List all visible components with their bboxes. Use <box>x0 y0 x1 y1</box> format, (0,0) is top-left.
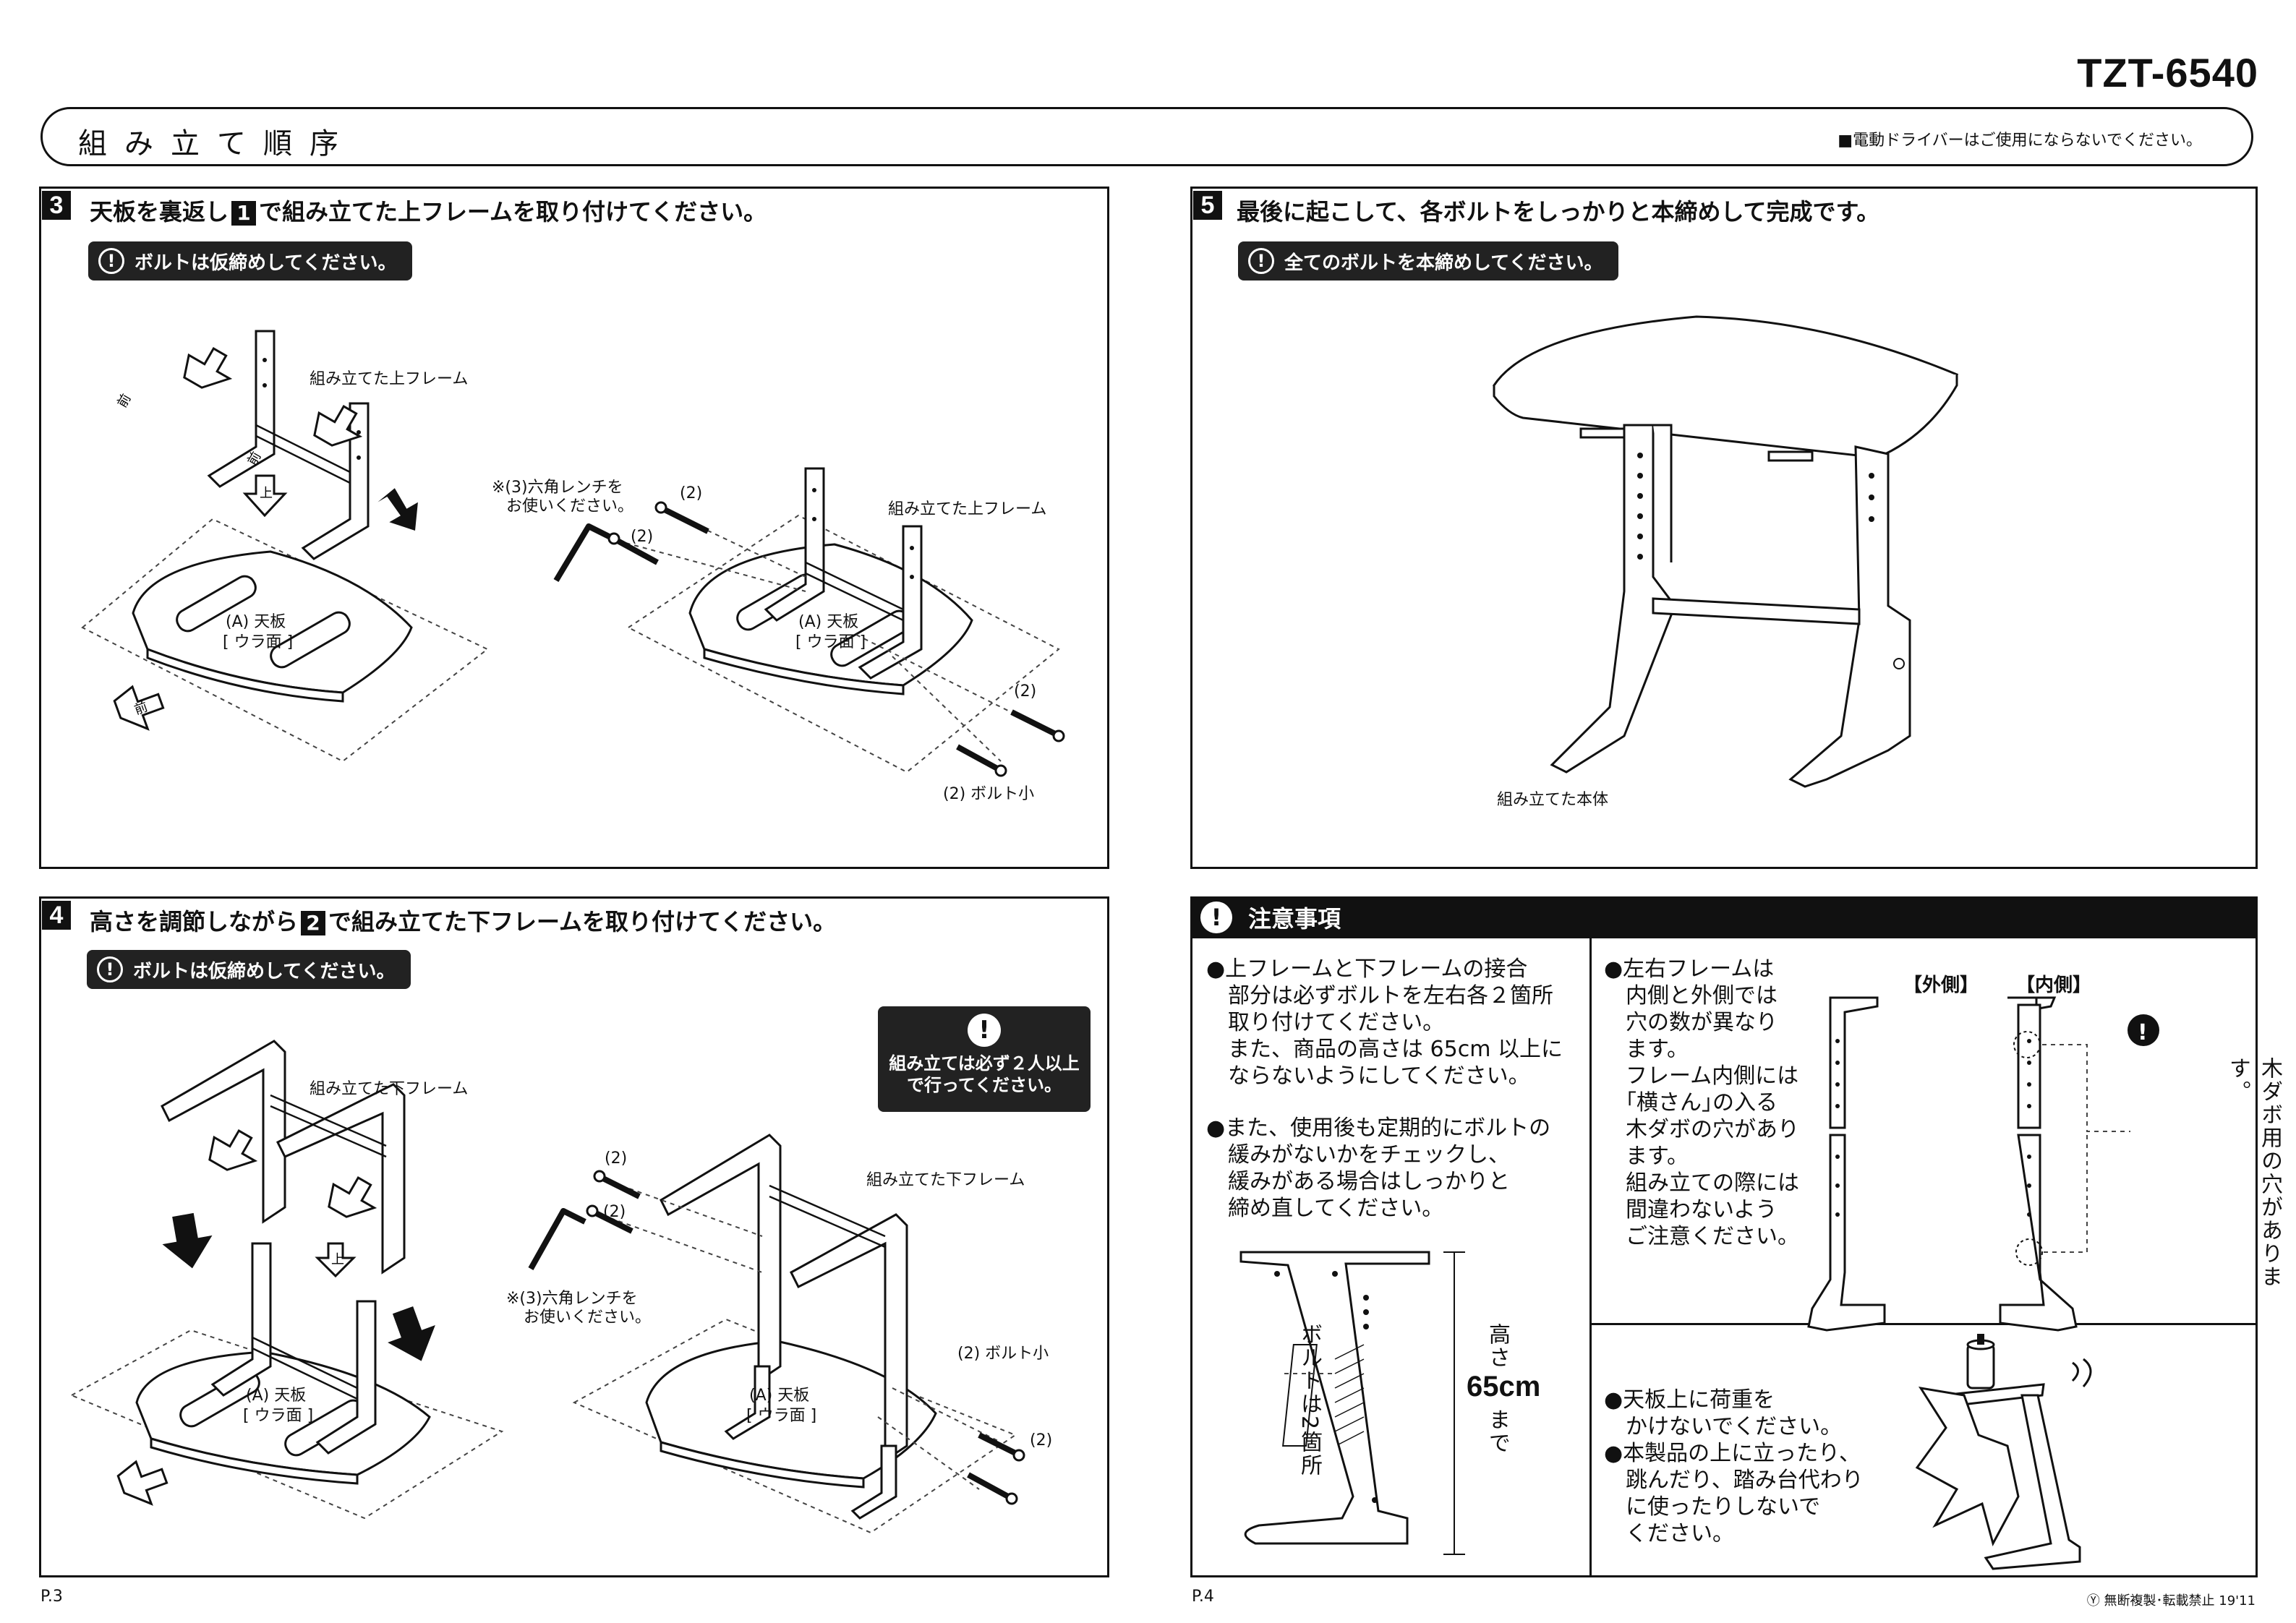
svg-text:上: 上 <box>260 486 273 501</box>
page-title: 組み立て順序 <box>78 127 356 160</box>
caution-text-check: ●また、使用後も定期的にボルトの 緩みがないかをチェックし、 緩みがある場合はし… <box>1206 1115 1551 1221</box>
step3-label-frame-a: 組み立てた上フレーム <box>310 370 469 388</box>
outer-label: 【外側】 <box>1903 975 1979 996</box>
step4-title-ref: 2 <box>301 911 326 935</box>
dowel-note: 木ダボ用の穴があります。 <box>2225 1057 2282 1288</box>
step4-illustration: 上 <box>69 1040 1025 1534</box>
step3-bolt-c: (2) <box>1014 682 1037 701</box>
header-note: ■電動ドライバーはご使用にならないでください。 <box>1838 132 2202 150</box>
bolt-count-note: ボルトは2箇所 <box>1297 1323 1322 1478</box>
exclamation-icon: ! <box>97 956 123 982</box>
svg-text:前: 前 <box>114 391 134 410</box>
step4-notice: ! ボルトは仮締めしてください。 <box>87 950 411 989</box>
height-diagram: ! <box>1239 996 2159 1570</box>
height-label-pre: 高さ <box>1485 1323 1510 1369</box>
page-number-left: P.3 <box>40 1588 63 1606</box>
step4-warning-line2: で行ってください。 <box>906 1075 1062 1095</box>
step5-illustration <box>1492 315 1959 788</box>
step3-notice: ! ボルトは仮締めしてください。 <box>88 241 413 281</box>
height-label-post: まで <box>1485 1408 1510 1455</box>
step4-notice-text: ボルトは仮締めしてください。 <box>133 960 396 982</box>
step4-label-top-a2: [ ウラ面 ] <box>243 1407 314 1425</box>
step4-bolt-small: (2) ボルト小 <box>957 1345 1049 1363</box>
step3-wrench-note-1: ※(3)六角レンチを <box>492 479 623 497</box>
step4-bolt-a: (2) <box>605 1149 628 1168</box>
step4-bolt-b: (2) <box>603 1203 626 1221</box>
step3-label-top-b: (A) 天板 <box>798 613 859 631</box>
step3-label-top-a: (A) 天板 <box>226 613 286 631</box>
step4-two-person-warning: ! 組み立ては必ず２人以上 で行ってください。 <box>878 1006 1091 1112</box>
step5-notice-text: 全てのボルトを本締めしてください。 <box>1284 252 1603 274</box>
step3-panel <box>39 187 1109 869</box>
caution-divider-vertical <box>1589 938 1592 1577</box>
inner-label: 【内側】 <box>2016 975 2092 996</box>
step5-label-body: 組み立てた本体 <box>1497 791 1609 809</box>
step3-title-post: で組み立てた上フレームを取り付けてください。 <box>259 198 767 226</box>
step3-label-frame-b: 組み立てた上フレーム <box>888 500 1047 518</box>
exclamation-icon: ! <box>968 1014 1001 1047</box>
step3-label-top-b2: [ ウラ面 ] <box>795 633 866 651</box>
caution-text-joint: ●上フレームと下フレームの接合 部分は必ずボルトを左右各２箇所 取り付けてくださ… <box>1206 956 1563 1089</box>
copyright-note: Ⓨ 無断複製･転載禁止 19'11 <box>2086 1593 2256 1609</box>
step5-number: 5 <box>1193 191 1222 220</box>
step4-number: 4 <box>42 901 71 930</box>
page-number-right: P.4 <box>1192 1588 1214 1606</box>
step4-title-post: で組み立てた下フレームを取り付けてください。 <box>328 908 837 935</box>
caution-header: ! 注意事項 <box>1190 896 2258 938</box>
caution-text-load: ●天板上に荷重を かけないでください。 ●本製品の上に立ったり、 跳んだり、踏み… <box>1604 1387 1864 1546</box>
exclamation-icon: ! <box>1200 902 1232 933</box>
step3-notice-text: ボルトは仮締めしてください。 <box>135 252 397 274</box>
step5-panel <box>1190 187 2258 869</box>
step3-bolt-a: (2) <box>680 484 703 502</box>
exclamation-icon: ! <box>1248 248 1274 274</box>
step4-label-top-b: (A) 天板 <box>749 1387 810 1405</box>
step4-bolt-c: (2) <box>1030 1431 1053 1449</box>
svg-text:!: ! <box>2138 1020 2148 1045</box>
step4-label-frame-a: 組み立てた下フレーム <box>310 1080 469 1098</box>
step4-title-pre: 高さを調節しながら <box>90 908 299 935</box>
exclamation-icon: ! <box>98 248 124 274</box>
step5-notice: ! 全てのボルトを本締めしてください。 <box>1238 241 1619 281</box>
step5-title: 最後に起こして、各ボルトをしっかりと本締めして完成です。 <box>1237 198 1880 226</box>
step3-title-ref: 1 <box>231 201 257 226</box>
caution-text-frames: ●左右フレームは 内側と外側では 穴の数が異なり ます。 フレーム内側には ｢横… <box>1604 956 1799 1249</box>
caution-title: 注意事項 <box>1248 905 1341 933</box>
svg-text:上: 上 <box>331 1252 344 1267</box>
step4-label-frame-b: 組み立てた下フレーム <box>866 1171 1025 1189</box>
caution-divider-horizontal <box>1589 1323 2258 1325</box>
step3-wrench-note-2: お使いください。 <box>506 497 634 515</box>
step4-label-top-b2: [ ウラ面 ] <box>746 1407 817 1425</box>
step4-wrench-note-1: ※(3)六角レンチを <box>506 1290 638 1308</box>
header-bar <box>40 107 2253 166</box>
step3-label-top-a2: [ ウラ面 ] <box>223 633 294 651</box>
height-value: 65cm <box>1467 1371 1541 1403</box>
step4-label-top-a: (A) 天板 <box>246 1387 307 1405</box>
step4-panel <box>39 896 1109 1577</box>
step3-bolt-b: (2) <box>631 528 654 546</box>
step3-title-pre: 天板を裏返し <box>90 198 229 226</box>
step4-wrench-note-2: お使いください。 <box>524 1309 652 1327</box>
step3-illustration: 前 前 上 前 <box>81 330 1065 777</box>
step4-warning-line1: 組み立ては必ず２人以上 <box>889 1053 1080 1074</box>
step3-number: 3 <box>42 191 71 220</box>
model-number: TZT-6540 <box>2077 50 2258 95</box>
step3-bolt-small: (2) ボルト小 <box>943 785 1035 803</box>
